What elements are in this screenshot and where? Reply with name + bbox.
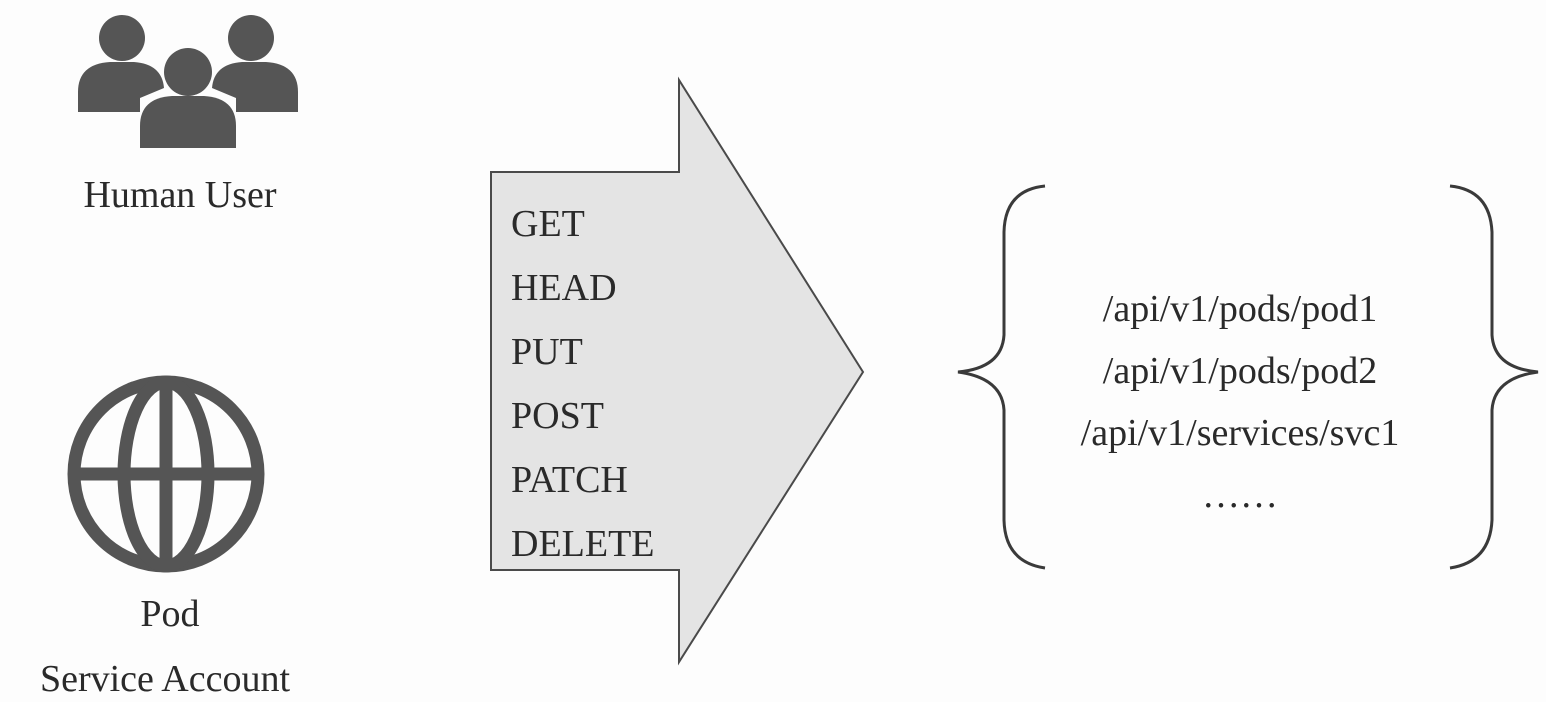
right-brace <box>1449 184 1539 570</box>
resource-pod2: /api/v1/pods/pod2 <box>1102 350 1378 392</box>
resource-ellipsis: …… <box>1202 474 1278 516</box>
verb-head: HEAD <box>511 267 617 309</box>
verb-get: GET <box>511 203 585 245</box>
human-user-label: Human User <box>83 174 277 216</box>
pod-label: Pod <box>140 593 200 635</box>
resource-pod1: /api/v1/pods/pod1 <box>1102 288 1378 330</box>
globe-icon <box>67 375 265 573</box>
verb-patch: PATCH <box>511 459 628 501</box>
verb-put: PUT <box>511 331 583 373</box>
verb-delete: DELETE <box>511 523 655 565</box>
left-brace <box>957 184 1046 570</box>
verb-post: POST <box>511 395 604 437</box>
service-account-label: Service Account <box>39 658 291 700</box>
request-arrow <box>490 76 865 666</box>
users-icon <box>78 15 298 148</box>
resource-svc1: /api/v1/services/svc1 <box>1080 412 1400 454</box>
http-verb-list: GET HEAD PUT POST PATCH DELETE <box>511 192 655 576</box>
resource-path-list: /api/v1/pods/pod1 /api/v1/pods/pod2 /api… <box>1030 278 1450 526</box>
